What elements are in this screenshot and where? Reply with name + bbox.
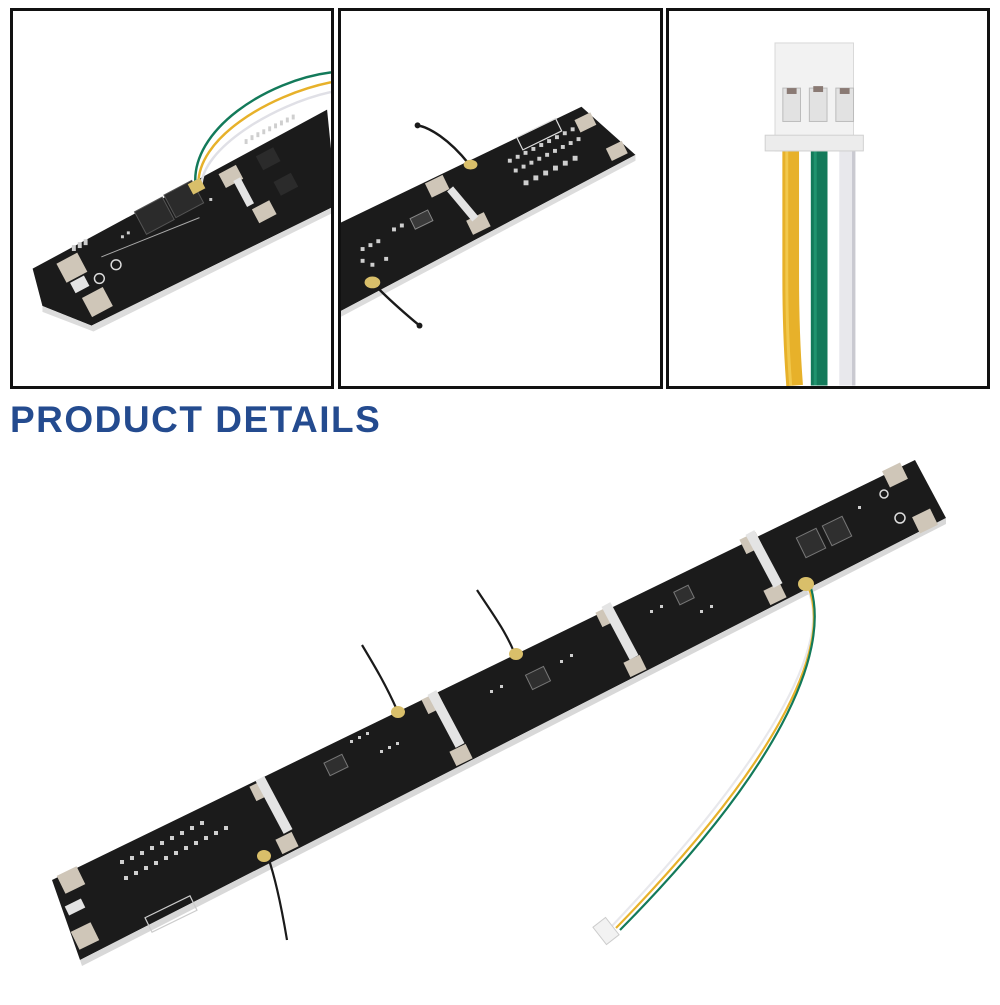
pcb-middle-illustration xyxy=(341,106,636,329)
product-image-thermistors xyxy=(338,8,663,389)
thermistor-probe-top xyxy=(414,122,478,170)
jst-connector xyxy=(764,42,864,152)
thermistor-probe-2 xyxy=(361,644,405,718)
pcb-board xyxy=(52,460,946,966)
product-image-full-board xyxy=(0,440,1000,1000)
glue-blob xyxy=(798,577,814,591)
section-heading: PRODUCT DETAILS xyxy=(10,399,382,440)
thermistor-probe-3 xyxy=(476,589,523,660)
product-image-connector xyxy=(666,8,990,389)
pcb-board xyxy=(341,106,636,317)
wire-yellow xyxy=(782,146,803,386)
glue-blob xyxy=(187,177,206,195)
wire-harness xyxy=(194,71,331,187)
thermistor-probe-bottom xyxy=(364,276,423,329)
pcb-end-illustration xyxy=(32,71,331,332)
wire-harness xyxy=(611,584,816,931)
jst-connector xyxy=(592,916,620,946)
pcb-board xyxy=(32,109,331,332)
thermistor-probe-1 xyxy=(257,850,289,941)
connector-illustration xyxy=(764,42,864,386)
wire-green xyxy=(810,146,828,386)
product-image-board-end xyxy=(10,8,334,389)
wire-white xyxy=(839,146,856,386)
full-pcb-illustration xyxy=(52,460,946,966)
